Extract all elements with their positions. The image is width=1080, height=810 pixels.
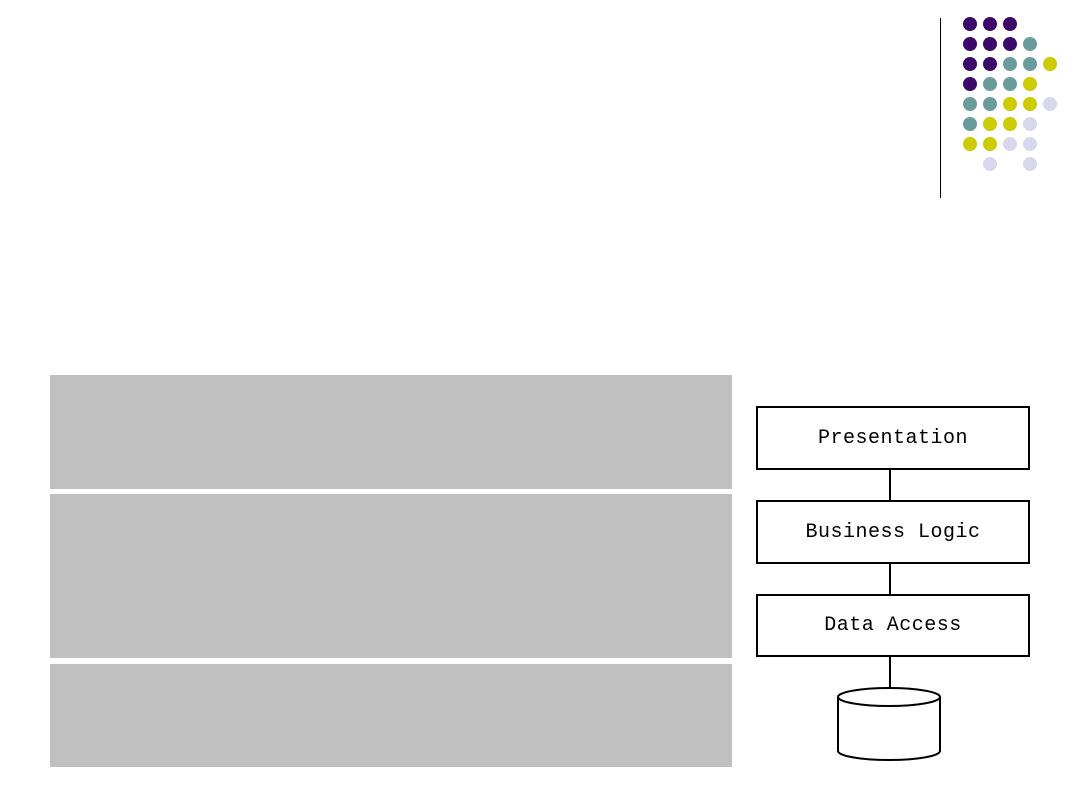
decorative-dot [983, 117, 997, 131]
decorative-dot [1023, 57, 1037, 71]
decorative-dot [963, 17, 977, 31]
layer-business-logic: Business Logic [756, 500, 1030, 564]
decorative-dot [1003, 117, 1017, 131]
decorative-dot [983, 57, 997, 71]
decorative-dot [1023, 37, 1037, 51]
layer-data-access: Data Access [756, 594, 1030, 657]
decorative-dot [1003, 137, 1017, 151]
decorative-dot [983, 77, 997, 91]
decorative-dot [1043, 57, 1057, 71]
content-panel-1 [50, 375, 732, 489]
layer-diagram: Presentation Business Logic Data Access [740, 390, 1060, 790]
decorative-dot [1023, 77, 1037, 91]
layer-presentation-label: Presentation [817, 426, 969, 450]
decorative-dot [983, 157, 997, 171]
decorative-dot [1043, 97, 1057, 111]
decorative-dot [983, 37, 997, 51]
layer-data-access-label: Data Access [824, 614, 962, 637]
connector-business-data [889, 564, 891, 594]
layer-presentation: Presentation [756, 406, 1030, 470]
decorative-dot [1003, 77, 1017, 91]
decorative-dot [1003, 37, 1017, 51]
decorative-dot [1003, 57, 1017, 71]
database-cylinder-icon [837, 687, 941, 761]
header-divider-line [940, 18, 941, 198]
decorative-dot [1003, 97, 1017, 111]
content-panel-2 [50, 494, 732, 658]
decorative-dot [963, 117, 977, 131]
decorative-dot [983, 17, 997, 31]
decorative-dot [983, 97, 997, 111]
connector-data-database [889, 657, 891, 690]
decorative-dot [963, 37, 977, 51]
decorative-dot [1023, 157, 1037, 171]
decorative-dot [963, 137, 977, 151]
decorative-dot [963, 57, 977, 71]
content-panel-3 [50, 664, 732, 767]
layer-business-logic-label: Business Logic [805, 520, 981, 544]
decorative-dot [1023, 137, 1037, 151]
decorative-dot [963, 77, 977, 91]
decorative-dot [1023, 117, 1037, 131]
decorative-dot [963, 97, 977, 111]
decorative-dot [1023, 97, 1037, 111]
decorative-dot [983, 137, 997, 151]
decorative-dot [1003, 17, 1017, 31]
connector-presentation-business [889, 470, 891, 500]
decorative-dot-grid [0, 0, 1080, 210]
